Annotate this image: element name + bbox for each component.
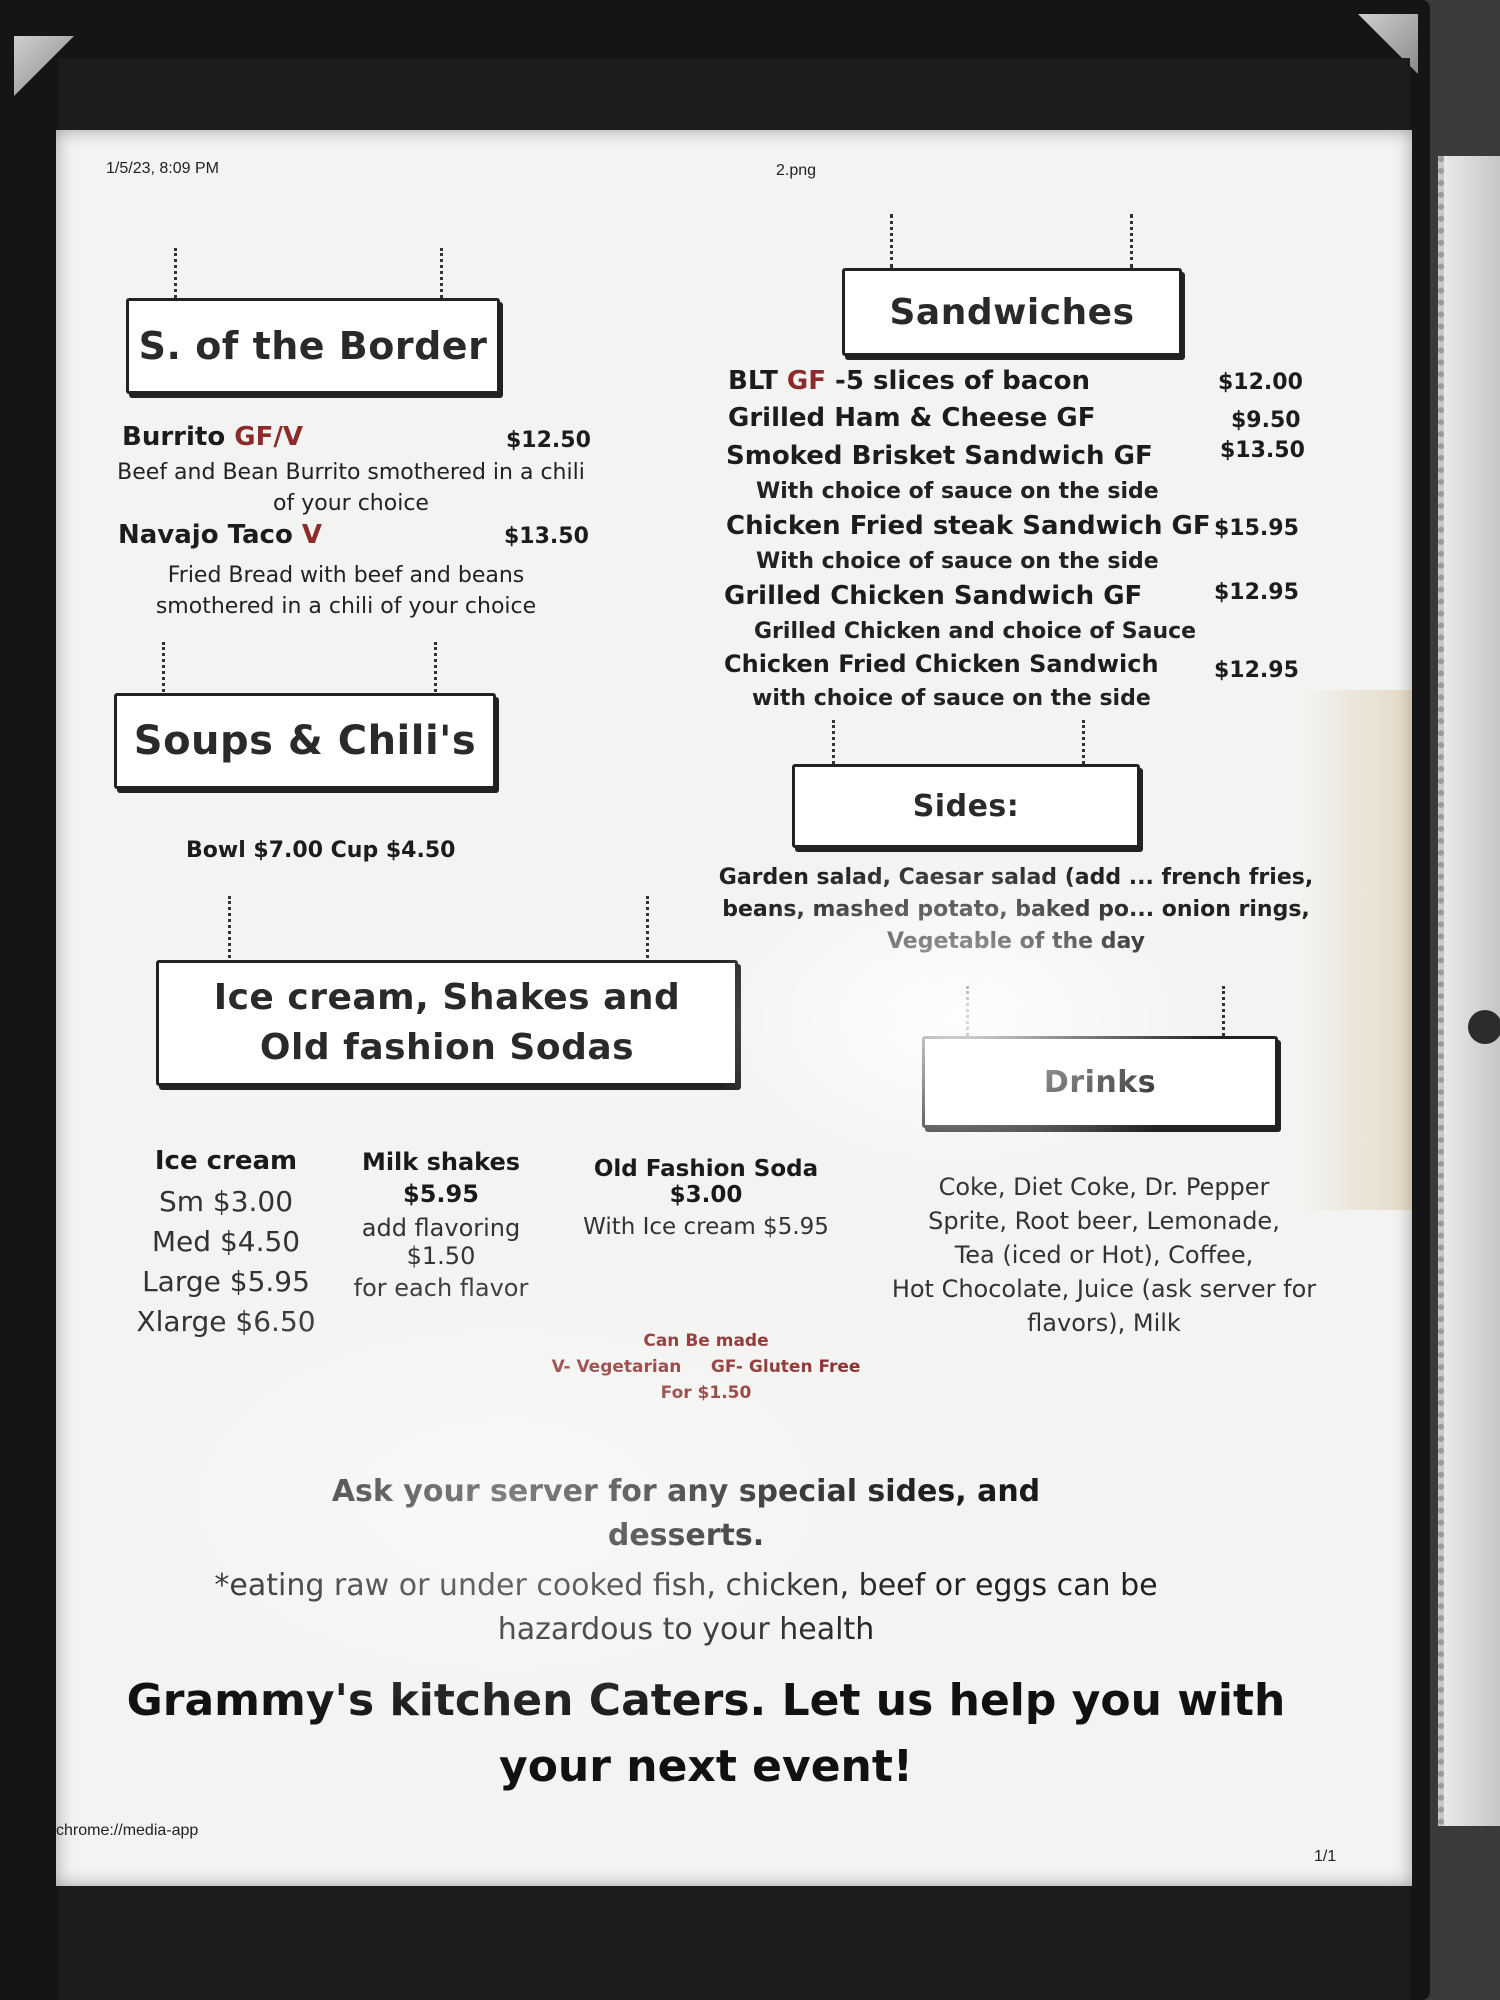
item-name: Navajo Taco [118, 520, 293, 550]
item-description: with choice of sauce on the side [752, 686, 1151, 711]
sign-chain [646, 896, 653, 958]
print-datetime: 1/5/23, 8:09 PM [106, 160, 219, 177]
item-price: $9.50 [1231, 408, 1301, 433]
sides-list: Garden salad, Caesar salad (add ... fren… [718, 865, 1314, 954]
item-description: Beef and Bean Burrito smothered in a chi… [117, 460, 585, 516]
column-heading: Ice cream [154, 1146, 298, 1176]
print-filename: 2.png [776, 162, 817, 179]
paper-stain [1302, 690, 1412, 1210]
sign-chain [440, 248, 447, 298]
item-price: $12.00 [1218, 370, 1303, 395]
item-price: $12.95 [1214, 580, 1299, 605]
sign-chain [832, 720, 839, 764]
section-sign-border: S. of the Border [126, 298, 500, 394]
milk-shakes-column: Milk shakes $5.95 add flavoring $1.50 fo… [326, 1148, 556, 1302]
item-price: $12.50 [506, 428, 591, 453]
section-sign-sides: Sides: [792, 764, 1140, 848]
item-name: Burrito [122, 422, 226, 452]
sign-chain [434, 642, 441, 692]
menu-item-chicken-fried-chicken: Chicken Fried Chicken Sandwich [724, 650, 1159, 678]
sign-chain [890, 214, 897, 268]
item-tag: V [301, 520, 323, 550]
plastic-sleeve [1438, 156, 1500, 1826]
menu-item-burrito: Burrito GF/V [122, 422, 303, 452]
sign-chain [1130, 214, 1137, 268]
item-price: $12.95 [1214, 658, 1299, 683]
item-description: With choice of sauce on the side [756, 479, 1159, 504]
binder-hole [1468, 1010, 1500, 1044]
sign-chain [1082, 720, 1089, 764]
sign-chain [966, 986, 973, 1036]
menu-item-brisket-sandwich: Smoked Brisket Sandwich GF [726, 441, 1153, 471]
soup-prices: Bowl $7.00 Cup $4.50 [186, 838, 456, 863]
item-description: Grilled Chicken and choice of Sauce [754, 619, 1197, 644]
catering-promo: Grammy's kitchen Caters. Let us help you… [126, 1675, 1286, 1792]
menu-page: 1/5/23, 8:09 PM 2.png S. of the Border B… [56, 130, 1412, 1886]
ice-cream-column: Ice cream Sm $3.00 Med $4.50 Large $5.95… [136, 1146, 316, 1338]
menu-item-blt: BLT GF -5 slices of bacon [728, 366, 1091, 396]
item-tag: GF/V [234, 422, 303, 452]
sign-chain [1222, 986, 1229, 1036]
sign-chain [174, 248, 181, 298]
item-price: $13.50 [1220, 438, 1305, 463]
menu-item-navajo-taco: Navajo Taco V [118, 520, 322, 550]
section-sign-drinks: Drinks [922, 1036, 1278, 1128]
item-price: $13.50 [504, 524, 589, 549]
menu-item-chicken-fried-steak: Chicken Fried steak Sandwich GF [726, 511, 1211, 541]
item-price: $15.95 [1214, 516, 1299, 541]
menu-item-grilled-chicken: Grilled Chicken Sandwich GF [724, 581, 1143, 611]
sign-chain [228, 896, 235, 958]
health-warning: *eating raw or under cooked fish, chicke… [214, 1568, 1158, 1647]
column-heading: Old Fashion Soda $3.00 [593, 1156, 819, 1208]
section-sign-soups: Soups & Chili's [114, 693, 496, 789]
ask-server-note: Ask your server for any special sides, a… [331, 1474, 1041, 1553]
sign-chain [162, 642, 169, 692]
print-url: chrome://media-app [56, 1822, 199, 1839]
menu-item-grilled-ham-cheese: Grilled Ham & Cheese GF [728, 403, 1096, 433]
item-description: With choice of sauce on the side [756, 549, 1159, 574]
section-sign-sandwiches: Sandwiches [842, 268, 1182, 356]
dietary-options-note: Can Be made V- Vegetarian GF- Gluten Fre… [551, 1331, 861, 1403]
print-page-number: 1/1 [1314, 1848, 1337, 1865]
column-heading: Milk shakes [361, 1148, 521, 1176]
soda-column: Old Fashion Soda $3.00 With Ice cream $5… [566, 1156, 846, 1240]
